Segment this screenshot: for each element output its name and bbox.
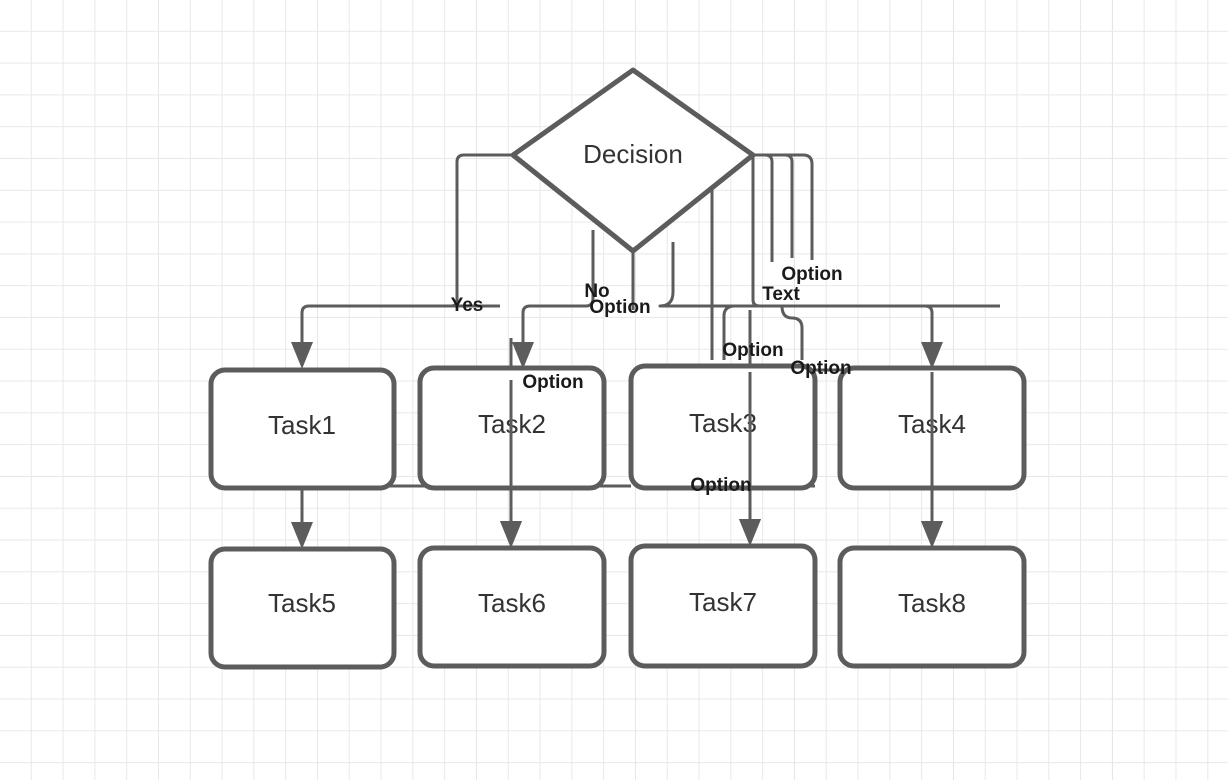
arrowhead-task6-overlay <box>500 521 522 548</box>
edge-decision-task3[interactable] <box>658 242 724 308</box>
edge-label-option-right-top: Option <box>781 264 842 285</box>
task7-rect-shape <box>628 543 818 669</box>
node-task8[interactable]: Task8 <box>837 545 1027 669</box>
task7-label: Task7 <box>689 587 757 617</box>
task5-label: Task5 <box>268 588 336 618</box>
node-task3[interactable]: Task3 <box>628 363 818 491</box>
task1-rect-shape <box>208 367 397 491</box>
edge-decision-task1[interactable] <box>300 153 513 346</box>
edge-decision-right-stub-3[interactable] <box>753 153 814 260</box>
edge-label-no: No <box>584 281 609 302</box>
edge-decision-text-bracket[interactable] <box>780 305 804 360</box>
edge-decision-task4[interactable] <box>751 155 934 346</box>
edge-decision-task2[interactable] <box>521 230 595 346</box>
edge-label-option-task2: Option <box>522 372 583 393</box>
edge-label-option-task3-bottom: Option <box>690 475 751 496</box>
arrowhead-task8-overlay <box>921 521 943 548</box>
edge-overlay-layer <box>500 372 943 548</box>
node-task1[interactable]: Task1 <box>208 367 397 491</box>
decision-diamond-shape <box>510 67 756 254</box>
edge-decision-right-stub-1[interactable] <box>753 153 774 262</box>
node-task5[interactable]: Task5 <box>208 546 397 670</box>
node-task7[interactable]: Task7 <box>628 543 818 669</box>
edge-label-yes: Yes <box>451 295 484 316</box>
task6-label: Task6 <box>478 588 546 618</box>
arrowhead-task4 <box>921 342 943 369</box>
node-decision[interactable]: Decision <box>510 67 756 254</box>
edge-label-layer: Yes No Option Option Text Option Option … <box>451 264 852 496</box>
edge-label-option-center: Option <box>589 297 650 318</box>
task8-label: Task8 <box>898 588 966 618</box>
edge-label-option-task3-top: Option <box>722 340 783 361</box>
node-task6[interactable]: Task6 <box>417 545 607 669</box>
task6-rect-shape <box>417 545 607 669</box>
arrowhead-task2 <box>512 342 534 369</box>
arrowhead-task5 <box>291 522 313 549</box>
edge-label-text: Text <box>762 284 800 305</box>
arrowhead-task1 <box>291 342 313 369</box>
task3-label: Task3 <box>689 408 757 438</box>
decision-label: Decision <box>583 139 683 169</box>
task3-rect-shape <box>628 363 818 491</box>
edge-label-option-right-mid: Option <box>790 358 851 379</box>
task1-label: Task1 <box>268 410 336 440</box>
node-layer: Decision Task1 Task2 Task3 Task4 <box>208 67 1027 670</box>
arrowhead-task7-overlay <box>739 519 761 546</box>
task5-rect-shape <box>208 546 397 670</box>
